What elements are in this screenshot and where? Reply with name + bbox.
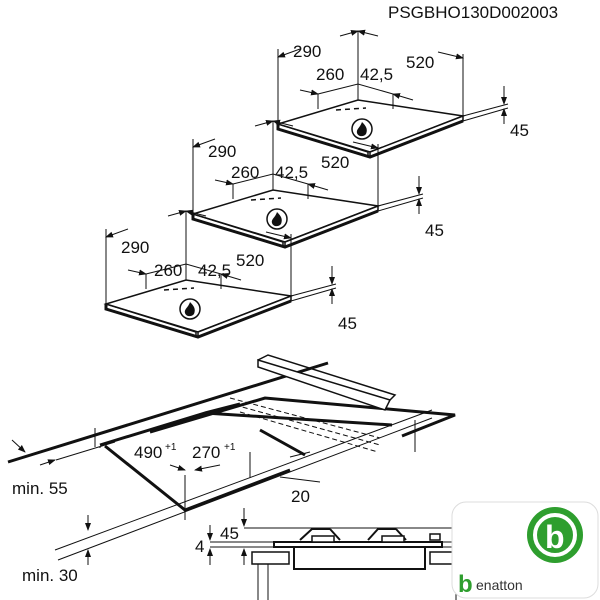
svg-text:b: b <box>545 519 565 555</box>
dim-width-inner: 260 <box>154 261 182 280</box>
worktop-cutout-diagram: 490 +1 270 +1 20 min. 55 min. 30 <box>7 354 456 585</box>
drawing-code: PSGBHO130D002003 <box>388 3 558 22</box>
dim-height: 45 <box>510 121 529 140</box>
dim-cutout-width-tolerance: +1 <box>224 442 236 453</box>
dim-cutout-depth: 490 <box>134 443 162 462</box>
hob-diagram-top: 290 260 42,5 520 45 <box>278 31 529 157</box>
dim-height: 45 <box>338 314 357 333</box>
dim-offset: 42,5 <box>360 65 393 84</box>
dim-side-height: 45 <box>220 524 239 543</box>
dim-depth: 520 <box>236 251 264 270</box>
dim-height: 45 <box>425 221 444 240</box>
svg-text:b: b <box>458 571 473 598</box>
benatton-logo: b b enatton <box>451 501 599 599</box>
dim-side-gap: 20 <box>291 487 310 506</box>
dim-cutout-depth-tolerance: +1 <box>165 442 177 453</box>
dim-offset: 42,5 <box>275 163 308 182</box>
dim-width-inner: 260 <box>316 65 344 84</box>
dim-worktop-min: min. 30 <box>22 566 78 585</box>
dim-width-total: 290 <box>121 238 149 257</box>
dim-width-total: 290 <box>293 42 321 61</box>
dim-depth: 520 <box>321 153 349 172</box>
hob-diagram-bottom: 290 260 42,5 520 45 <box>106 211 357 337</box>
dim-depth: 520 <box>406 53 434 72</box>
side-view-diagram: 45 4 <box>195 508 520 600</box>
dim-side-thickness: 4 <box>195 537 204 556</box>
dim-front-min: min. 55 <box>12 479 68 498</box>
dim-offset: 42,5 <box>198 261 231 280</box>
dim-width-total: 290 <box>208 142 236 161</box>
dim-cutout-width: 270 <box>192 443 220 462</box>
dim-width-inner: 260 <box>231 163 259 182</box>
hob-diagram-middle: 290 260 42,5 520 45 <box>193 121 444 247</box>
logo-text: enatton <box>476 577 523 593</box>
